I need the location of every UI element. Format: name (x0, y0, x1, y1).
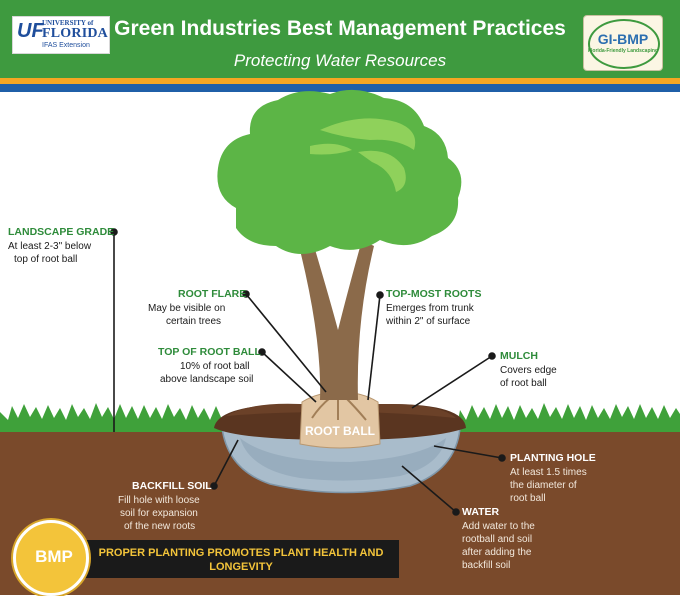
header-blue-stripe (0, 84, 680, 92)
top-most-roots-title: TOP-MOST ROOTS (386, 288, 482, 300)
planting-hole-title: PLANTING HOLE (510, 452, 596, 464)
uf-ifas-logo: UF UNIVERSITY of FLORIDA IFAS Extension (12, 16, 110, 54)
gi-bmp-ring-icon (588, 19, 660, 69)
landscape-grade-title: LANDSCAPE GRADE (8, 226, 115, 238)
top-of-root-ball-title: TOP OF ROOT BALL (158, 346, 261, 358)
planting-hole-water (221, 427, 461, 494)
root-flare-dot (242, 290, 250, 298)
water-line-3: after adding the (462, 547, 532, 558)
landscape-grade-dot (110, 228, 118, 236)
water-line-4: backfill soil (462, 560, 511, 571)
planting-hole-leader (433, 445, 503, 459)
top-most-roots-dot (376, 291, 384, 299)
bmp-badge-text: BMP (35, 547, 73, 566)
root-flare-title: ROOT FLARE (178, 288, 247, 300)
backfill-soil-dot (210, 482, 218, 490)
top-of-root-ball-leader (261, 351, 317, 403)
water-dot (452, 508, 460, 516)
mulch-dot (488, 352, 496, 360)
gi-bmp-logo: GI-BMP Florida-Friendly Landscaping (583, 15, 663, 71)
page-subtitle: Protecting Water Resources (233, 51, 447, 70)
root-ball (299, 391, 381, 449)
landscape-grade-line-2: top of root ball (14, 254, 78, 265)
backfill-soil-line-1: Fill hole with loose (118, 495, 200, 506)
bmp-badge-icon: BMP (13, 520, 89, 596)
footer-banner-line-1: PROPER PLANTING PROMOTES PLANT HEALTH AN… (98, 547, 384, 559)
grass-right (456, 403, 680, 432)
mulch-leader (411, 355, 493, 409)
top-of-root-ball-line-2: above landscape soil (160, 374, 254, 385)
uf-university-text: UNIVERSITY of (42, 19, 94, 27)
tree-canopy (217, 89, 462, 254)
uf-ifas-text: IFAS Extension (42, 42, 90, 49)
backfill-soil-line-3: of the new roots (124, 521, 196, 532)
top-most-roots-line-1: Emerges from trunk (386, 303, 474, 314)
canopy-highlight (320, 118, 416, 150)
tree-trunk (300, 240, 374, 400)
planting-hole-dot (498, 454, 506, 462)
top-of-root-ball-line-1: 10% of root ball (180, 361, 250, 372)
top-of-root-ball-dot (258, 348, 266, 356)
water-leader (401, 465, 457, 513)
water-line-1: Add water to the (462, 521, 535, 532)
backfill-soil-title: BACKFILL SOIL (132, 480, 212, 492)
canopy-highlight-3 (310, 143, 352, 155)
top-most-roots-leader (367, 294, 381, 401)
planting-hole-line-2: the diameter of (510, 480, 577, 491)
root-flare-line-1: May be visible on (148, 303, 226, 314)
water-title: WATER (462, 506, 500, 518)
backfill-soil-line-2: soil for expansion (120, 508, 198, 519)
footer-banner-line-2: LONGEVITY (209, 561, 273, 573)
root-flare-line-2: certain trees (166, 316, 222, 327)
top-most-roots-line-2: within 2" of surface (386, 316, 471, 327)
planting-hole-line-3: root ball (510, 493, 546, 504)
mulch-line-1: Covers edge (500, 365, 557, 376)
header-orange-stripe (0, 78, 680, 84)
footer-banner-text: PROPER PLANTING PROMOTES PLANT HEALTH AN… (89, 546, 393, 574)
landscape-grade-line-1: At least 2-3" below (8, 241, 92, 252)
gi-bmp-name: GI-BMP (597, 31, 649, 47)
planting-hole-line-1: At least 1.5 times (510, 467, 587, 478)
uf-florida-text: FLORIDA (42, 26, 108, 41)
water-line-2: rootball and soil (462, 534, 533, 545)
backfill-soil-leader (213, 439, 239, 487)
mulch-line-2: of root ball (500, 378, 547, 389)
root-ball-label: ROOT BALL (305, 424, 375, 438)
mulch-title: MULCH (500, 350, 538, 362)
header-banner (0, 0, 680, 78)
canopy-highlight-2 (358, 150, 406, 192)
page-title: Green Industries Best Management Practic… (114, 17, 566, 40)
footer-banner: PROPER PLANTING PROMOTES PLANT HEALTH AN… (83, 540, 399, 578)
uf-mark: UF (17, 20, 44, 42)
grass-left (0, 403, 224, 432)
water-darker-band (240, 438, 446, 481)
root-flare-leader (245, 293, 327, 393)
gi-bmp-tagline: Florida-Friendly Landscaping (587, 48, 658, 54)
